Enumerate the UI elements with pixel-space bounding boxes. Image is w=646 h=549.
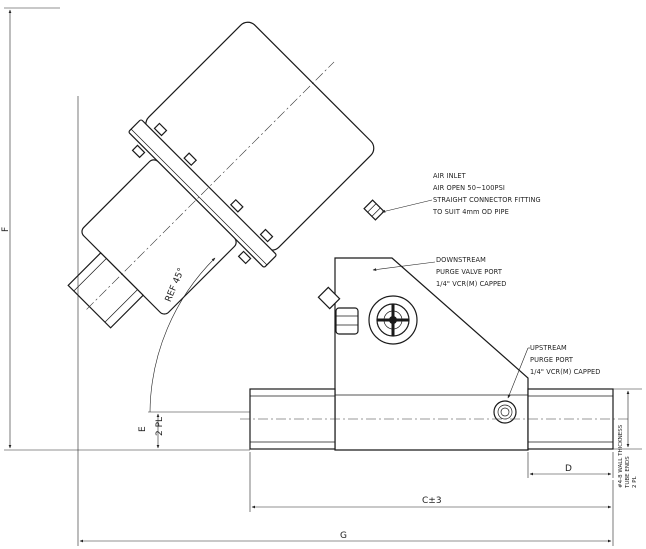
downstream-callout: DOWNSTREAM PURGE VALVE PORT 1/4" VCR(M) …	[436, 256, 506, 288]
downstream-purge-port	[317, 286, 359, 335]
ref-angle-arc	[149, 257, 216, 413]
dim-g-label: G	[340, 531, 347, 541]
svg-text:#4-8 WALL THICKNESS: #4-8 WALL THICKNESS	[618, 424, 624, 488]
upstream-callout: UPSTREAM PURGE PORT 1/4" VCR(M) CAPPED	[530, 344, 600, 376]
wall-thickness-note: #4-8 WALL THICKNESS TUBE ENDS 2 PL	[618, 424, 638, 489]
svg-text:UPSTREAM: UPSTREAM	[530, 344, 567, 352]
svg-text:AIR INLET: AIR INLET	[433, 172, 467, 180]
dim-f-label: F	[1, 227, 11, 232]
dim-c-label: C±3	[422, 496, 442, 506]
svg-text:TUBE ENDS: TUBE ENDS	[625, 456, 631, 489]
actuator-assembly	[67, 21, 375, 329]
svg-text:DOWNSTREAM: DOWNSTREAM	[436, 256, 486, 264]
svg-text:2 PL: 2 PL	[632, 475, 638, 488]
upstream-purge-port	[493, 400, 517, 424]
svg-text:STRAIGHT CONNECTOR FITTING: STRAIGHT CONNECTOR FITTING	[433, 196, 541, 204]
dim-d-label: D	[565, 464, 572, 474]
handwheel	[368, 295, 418, 345]
svg-text:TO SUIT 4mm OD PIPE: TO SUIT 4mm OD PIPE	[432, 208, 509, 216]
svg-text:PURGE PORT: PURGE PORT	[530, 356, 574, 364]
air-inlet-callout: AIR INLET AIR OPEN 50~100PSI STRAIGHT CO…	[432, 172, 541, 216]
svg-text:1/4" VCR(M) CAPPED: 1/4" VCR(M) CAPPED	[530, 368, 600, 376]
svg-text:AIR OPEN 50~100PSI: AIR OPEN 50~100PSI	[433, 184, 505, 192]
dim-2pl-label: 2 PL	[155, 417, 165, 436]
dim-e-label: E	[138, 426, 148, 432]
svg-text:PURGE VALVE PORT: PURGE VALVE PORT	[436, 268, 503, 276]
air-inlet-fitting	[363, 199, 385, 221]
svg-text:1/4" VCR(M) CAPPED: 1/4" VCR(M) CAPPED	[436, 280, 506, 288]
